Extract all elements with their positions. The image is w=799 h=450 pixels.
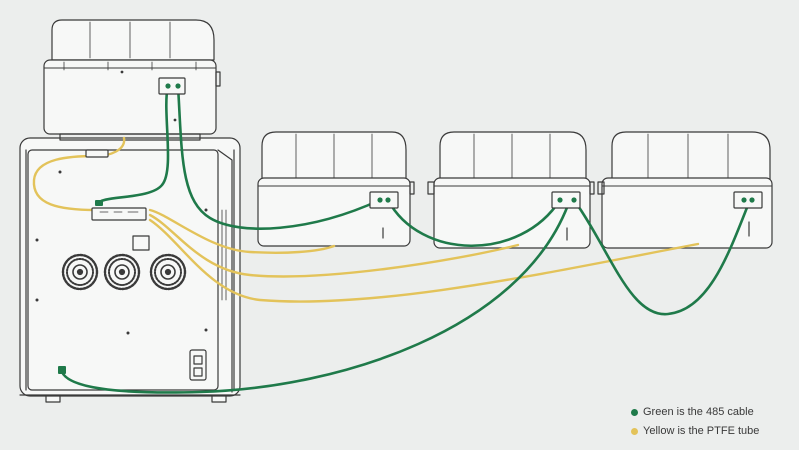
legend-item-ptfe-tube: Yellow is the PTFE tube [631,422,759,441]
legend-item-485-cable: Green is the 485 cable [631,403,759,422]
ams-unit-4 [597,131,773,249]
ams-unit-3 [427,131,595,249]
ptfe-tubes [32,136,700,303]
legend-label-ptfe: Yellow is the PTFE tube [643,425,760,437]
rs485-port-icon [85,77,763,221]
ams-unit-top [43,19,221,141]
main-printer [19,137,241,403]
power-socket-icon [189,349,207,381]
fan-icon [61,253,187,291]
green-dot-icon [631,409,638,416]
legend-label-485: Green is the 485 cable [643,406,754,418]
yellow-dot-icon [631,428,638,435]
legend: Green is the 485 cable Yellow is the PTF… [631,403,759,441]
rs485-cables [60,84,752,394]
